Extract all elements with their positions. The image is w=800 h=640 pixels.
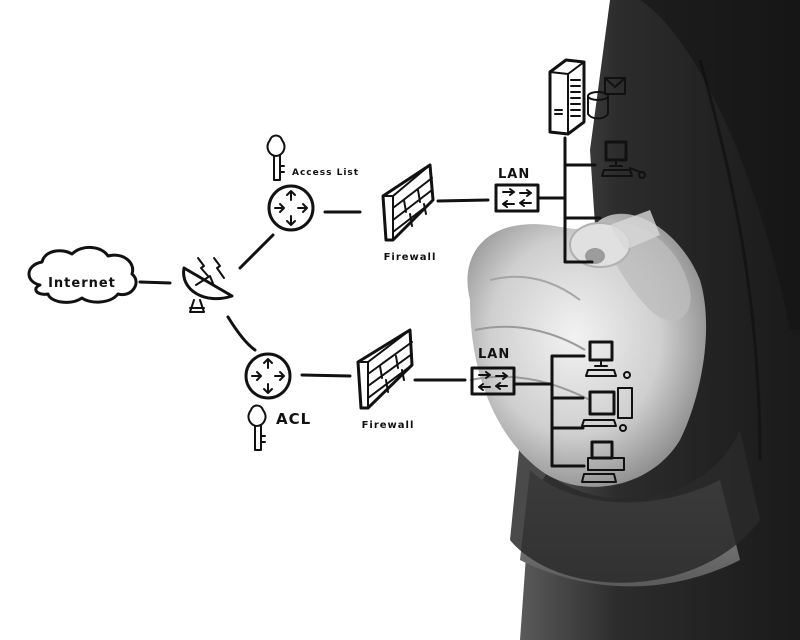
- cloud-icon: [27, 246, 138, 304]
- brick-wall-icon: [356, 328, 414, 410]
- marker-pen: [569, 210, 660, 268]
- key-icon: [247, 404, 267, 451]
- router-icon: [267, 184, 315, 232]
- lan-top: LAN: [494, 167, 540, 213]
- desktop-computer-icon: [601, 140, 646, 179]
- desktop-computer-icon: [585, 340, 631, 379]
- router-top: [267, 184, 315, 232]
- firewall-top: Firewall: [381, 163, 437, 263]
- hand: [467, 210, 707, 487]
- brick-wall-icon: [381, 163, 435, 242]
- firewall-top-label: Firewall: [384, 252, 437, 263]
- key-icon: [266, 134, 286, 181]
- server-tower-icon: [548, 58, 586, 136]
- internet-label: Internet: [48, 276, 116, 291]
- mail-icon: [604, 77, 626, 95]
- switch-icon: [494, 183, 540, 213]
- firewall-bottom-label: Firewall: [362, 420, 415, 431]
- lan-top-label: LAN: [498, 167, 530, 182]
- firewall-bottom: Firewall: [356, 328, 415, 431]
- database-icon: [587, 91, 609, 120]
- satellite-dish-icon: [182, 257, 234, 313]
- switch-icon: [470, 366, 516, 396]
- access-list-label: Access List: [292, 168, 359, 178]
- acl-label: ACL: [276, 410, 311, 428]
- router-bottom: [244, 352, 292, 400]
- lan-bottom-label: LAN: [478, 347, 510, 362]
- router-icon: [244, 352, 292, 400]
- shirt-cuff: [510, 430, 760, 587]
- desktop-computer-icon: [581, 440, 625, 483]
- internet-cloud: Internet: [27, 246, 138, 304]
- lan-bottom: LAN: [470, 347, 516, 396]
- tower-computer-icon: [581, 387, 633, 432]
